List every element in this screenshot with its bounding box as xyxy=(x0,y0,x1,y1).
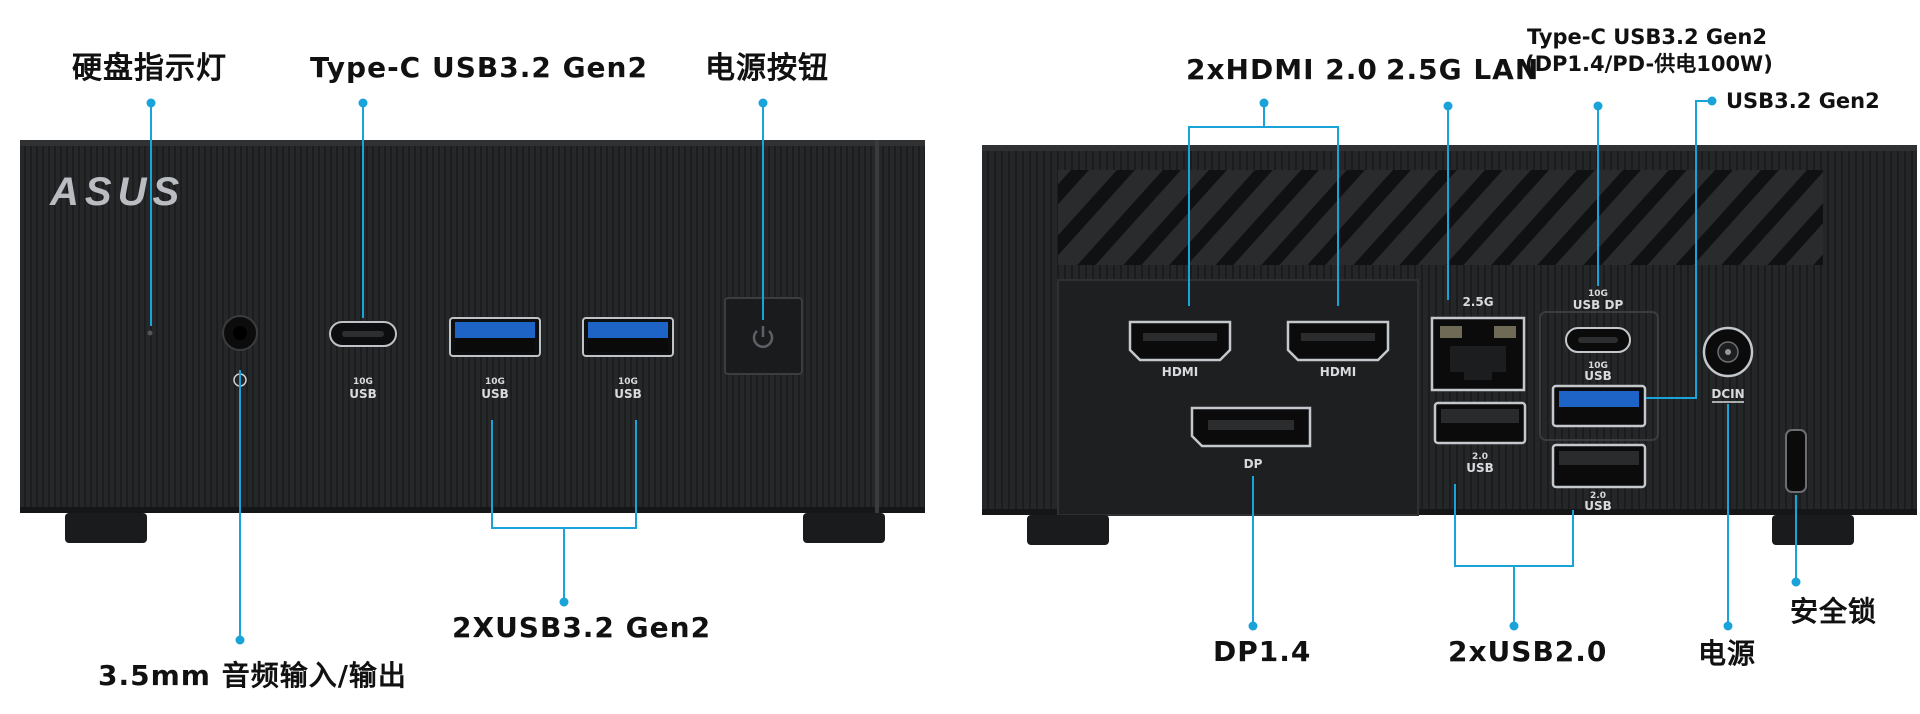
power-button xyxy=(724,297,803,375)
dc-in-jack xyxy=(1702,326,1754,378)
callout-hdmi: 2xHDMI 2.0 xyxy=(1186,53,1378,86)
ethernet-port xyxy=(1430,316,1526,392)
callout-type-c-rear-line1: Type-C USB3.2 Gen2 xyxy=(1527,25,1767,49)
front-foot-right xyxy=(803,513,885,543)
front-usb-a-port-1 xyxy=(449,317,541,357)
front-usb-a-port-2 xyxy=(582,317,674,357)
front-foot-left xyxy=(65,513,147,543)
callout-lock: 安全锁 xyxy=(1790,595,1878,628)
hdmi2-label: HDMI xyxy=(1320,365,1356,379)
lan-speed-label: 2.5G xyxy=(1462,295,1493,309)
rear-usbc-speed: 10G xyxy=(1588,289,1608,299)
callout-lan: 2.5G LAN xyxy=(1386,53,1540,86)
rear-usb3-speed: 10G xyxy=(1588,361,1608,371)
callout-power: 电源 xyxy=(1698,637,1757,670)
rear-usb-c-port xyxy=(1565,327,1631,353)
hdmi-port-2 xyxy=(1286,320,1390,362)
callout-audio: 3.5mm 音频输入/输出 xyxy=(98,659,407,692)
callout-type-c-rear: Type-C USB3.2 Gen2 (DP1.4/PD-供电100W) xyxy=(1525,24,1773,78)
callout-type-c-rear-line2: (DP1.4/PD-供电100W) xyxy=(1525,52,1773,76)
callout-type-c-front: Type-C USB3.2 Gen2 xyxy=(310,51,648,84)
front-usb-c-port xyxy=(329,321,397,347)
displayport-port xyxy=(1190,406,1312,448)
dp-label: DP xyxy=(1244,457,1263,471)
security-lock-slot xyxy=(1785,429,1807,493)
rear-unit: HDMI HDMI DP 2.5G 2.0 USB 10G US xyxy=(982,145,1917,545)
callout-usb-pair: 2XUSB3.2 Gen2 xyxy=(452,611,712,644)
usb2b-label: USB xyxy=(1584,499,1612,513)
usb2a-label: USB xyxy=(1466,461,1494,475)
rear-usbc-label: USB DP xyxy=(1573,298,1624,312)
front-usb2-speed: 10G xyxy=(618,377,638,387)
rear-usb3-port xyxy=(1551,384,1647,428)
callout-usb-gen2-rear: USB3.2 Gen2 xyxy=(1726,89,1880,113)
audio-jack xyxy=(222,315,258,387)
asus-logo: ASUS xyxy=(49,170,185,214)
front-usb2-label: USB xyxy=(614,387,642,401)
callout-dots xyxy=(146,96,1801,645)
rear-usb3-label: USB xyxy=(1584,369,1612,383)
usb2-port-2 xyxy=(1551,443,1647,489)
callout-hdd-led: 硬盘指示灯 xyxy=(72,51,227,86)
callout-dp: DP1.4 xyxy=(1213,635,1312,668)
front-usb1-speed: 10G xyxy=(485,377,505,387)
hdd-led xyxy=(147,330,153,336)
usb2a-speed: 2.0 xyxy=(1472,452,1488,462)
callout-power-button: 电源按钮 xyxy=(705,51,829,86)
dcin-label: DCIN xyxy=(1711,387,1744,401)
callout-usb2: 2xUSB2.0 xyxy=(1448,635,1608,668)
front-usbc-label: USB xyxy=(349,387,377,401)
front-usb1-label: USB xyxy=(481,387,509,401)
front-usbc-speed: 10G xyxy=(353,377,373,387)
rear-vent xyxy=(1058,170,1823,265)
hdmi1-label: HDMI xyxy=(1162,365,1198,379)
usb2b-speed: 2.0 xyxy=(1590,491,1606,501)
hdmi-port-1 xyxy=(1128,320,1232,362)
rear-foot-right xyxy=(1772,515,1854,545)
usb2-port-1 xyxy=(1433,401,1527,445)
rear-foot-left xyxy=(1027,515,1109,545)
front-unit: ASUS 10G USB 10G USB 10G xyxy=(20,140,925,543)
